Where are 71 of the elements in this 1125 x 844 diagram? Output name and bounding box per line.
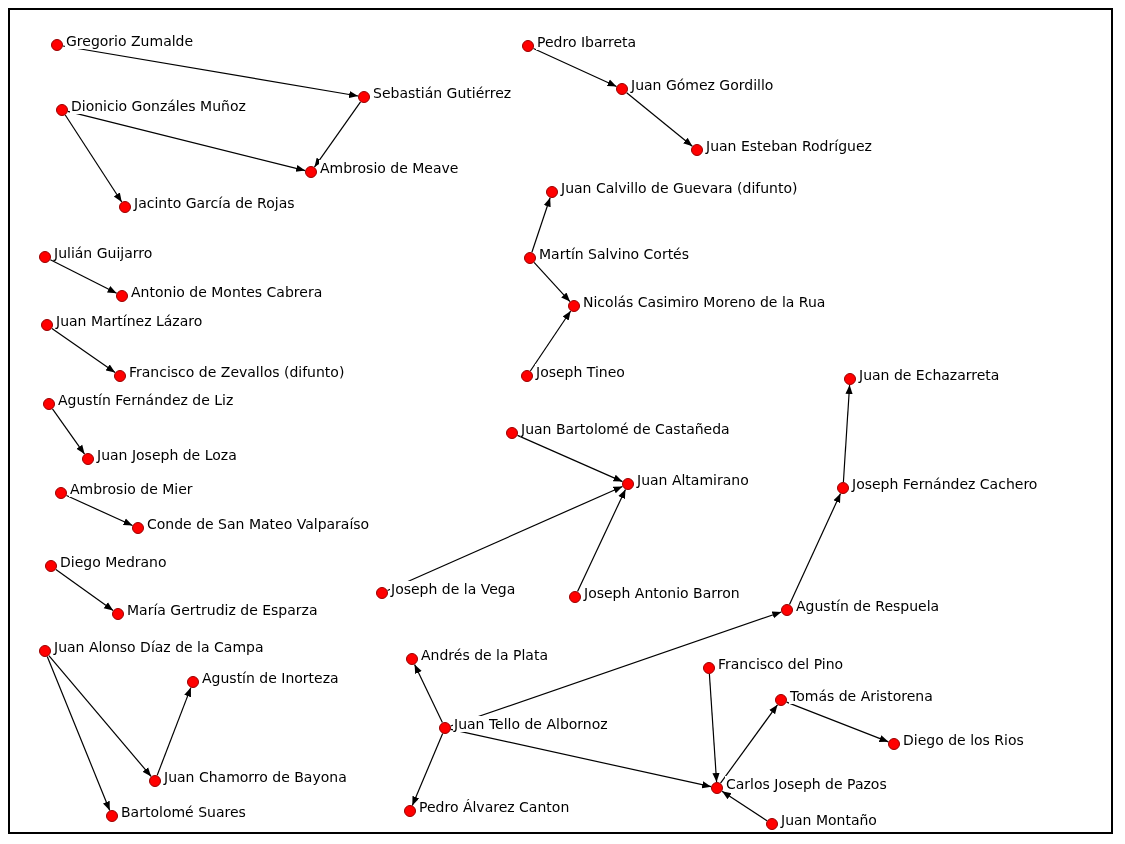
person-name: Martín Salvino Cortés (538, 246, 691, 262)
person-name: Francisco del Pino (717, 656, 845, 672)
person-name: Joseph Fernández Cachero (851, 476, 1039, 492)
arrow (48, 655, 152, 777)
arrow (411, 732, 444, 807)
person-name: Juan de Echazarreta (858, 367, 1001, 383)
arrow (414, 663, 443, 724)
person-name: Juan Bartolomé de Castañeda (520, 421, 731, 437)
arrow (529, 310, 572, 372)
person-name: Bartolomé Suares (120, 804, 247, 820)
arrow (842, 384, 853, 483)
person-name: Carlos Joseph de Pazos (725, 776, 888, 792)
person-name: Andrés de la Plata (420, 647, 549, 663)
person-name: Jacinto García de Rojas (133, 195, 296, 211)
arrow (516, 434, 624, 483)
person-name: Gregorio Zumalde (65, 33, 195, 49)
person-name: Pedro Álvarez Canton (418, 799, 571, 815)
arrow (450, 728, 712, 789)
person-name: Francisco de Zevallos (difunto) (128, 364, 346, 380)
person-name: Joseph Tineo (535, 364, 626, 380)
arrow (55, 568, 114, 612)
arrow (719, 704, 779, 784)
person-name: Agustín de Inorteza (201, 670, 340, 686)
person-name: Sebastián Gutiérrez (372, 85, 513, 101)
arrow (386, 485, 624, 592)
arrow (49, 259, 118, 294)
arrow (786, 701, 889, 743)
person-name: Diego Medrano (59, 554, 168, 570)
person-name: María Gertrudiz de Esparza (126, 602, 319, 618)
arrow (533, 261, 571, 303)
arrow (51, 327, 116, 374)
person-name: Conde de San Mateo Valparaíso (146, 516, 371, 532)
arrow (626, 92, 693, 147)
arrow (450, 611, 782, 727)
person-name: Agustín de Respuela (795, 598, 941, 614)
person-name: Antonio de Montes Cabrera (130, 284, 324, 300)
arrow (156, 687, 192, 776)
arrow (721, 790, 768, 822)
person-name: Nicolás Casimiro Moreno de la Rua (582, 294, 827, 310)
arrow (532, 47, 618, 88)
person-name: Juan Calvillo de Guevara (difunto) (560, 180, 799, 196)
arrow (64, 114, 123, 203)
person-name: Juan Gómez Gordillo (630, 77, 775, 93)
arrow (46, 655, 111, 812)
person-name: Dionicio Gonzáles Muñoz (70, 98, 247, 114)
person-name: Agustín Fernández de Liz (57, 392, 235, 408)
person-name: Tomás de Aristorena (789, 688, 934, 704)
arrow (62, 45, 359, 99)
person-name: Juan Chamorro de Bayona (163, 769, 348, 785)
person-name: Julián Guijarro (53, 245, 154, 261)
arrow (708, 673, 720, 783)
person-name: Diego de los Rios (902, 732, 1025, 748)
person-name: Ambrosio de Mier (69, 481, 194, 497)
arrow (788, 492, 842, 606)
arrow (51, 408, 86, 455)
person-name: Juan Tello de Albornoz (453, 716, 609, 732)
person-name: Juan Joseph de Loza (96, 447, 238, 463)
person-name: Ambrosio de Meave (319, 160, 460, 176)
arrow (67, 110, 306, 172)
arrow (531, 197, 551, 253)
person-name: Pedro Ibarreta (536, 34, 638, 50)
person-name: Juan Altamirano (636, 472, 750, 488)
person-name: Juan Esteban Rodríguez (705, 138, 873, 154)
person-name: Joseph de la Vega (390, 581, 517, 597)
arrow (65, 494, 134, 527)
person-name: Joseph Antonio Barron (583, 585, 741, 601)
person-name: Juan Alonso Díaz de la Campa (53, 639, 265, 655)
person-name: Juan Martínez Lázaro (55, 313, 204, 329)
arrow (576, 488, 627, 593)
arrow (313, 101, 362, 168)
person-name: Juan Montaño (780, 812, 878, 828)
